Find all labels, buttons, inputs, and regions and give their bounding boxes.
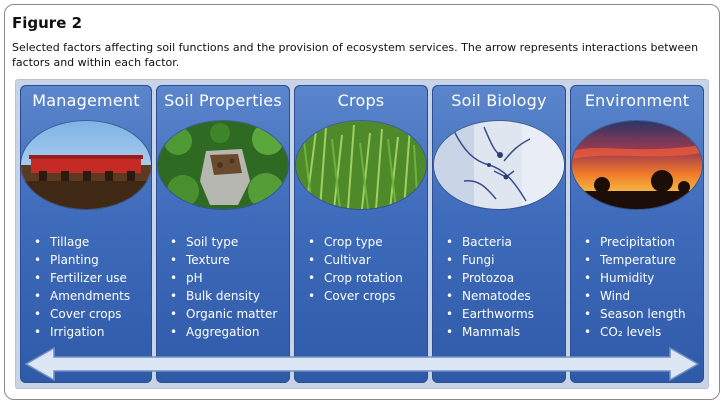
list-item: •Cover crops — [308, 289, 396, 303]
list-item: •Fungi — [446, 253, 495, 267]
list-item: •Crop rotation — [308, 271, 403, 285]
green-crop-field-image — [296, 121, 426, 209]
list-item: •pH — [170, 271, 203, 285]
column-crops: Crops •Crop type •Cultivar •Crop rotatio… — [294, 85, 428, 383]
list-item: •Crop type — [308, 235, 383, 249]
list-item: •Season length — [584, 307, 686, 321]
sunset-sky-image — [572, 121, 702, 209]
list-item: •Bacteria — [446, 235, 512, 249]
list-item: •Nematodes — [446, 289, 531, 303]
list-item: •Tillage — [34, 235, 90, 249]
column-soil-properties: Soil Properties •Soil type •Texture •pH … — [156, 85, 290, 383]
factor-list: •Soil type •Texture •pH •Bulk density •O… — [170, 233, 277, 341]
column-title: Soil Properties — [164, 91, 282, 110]
soil-in-gloved-hand-image — [158, 121, 288, 209]
column-title: Soil Biology — [451, 91, 547, 110]
factor-list: •Precipitation •Temperature •Humidity •W… — [584, 233, 686, 341]
list-item: •Cover crops — [34, 307, 122, 321]
column-title: Environment — [584, 91, 690, 110]
list-item: •Earthworms — [446, 307, 534, 321]
list-item: •Cultivar — [308, 253, 371, 267]
column-title: Management — [32, 91, 140, 110]
fungal-hyphae-microscope-image — [434, 121, 564, 209]
list-item: •CO₂ levels — [584, 325, 662, 339]
list-item: •Organic matter — [170, 307, 278, 321]
factor-list: •Tillage •Planting •Fertilizer use •Amen… — [34, 233, 130, 341]
farm-tillage-equipment-image — [21, 121, 151, 209]
column-management: Management •Tillage •Planting •Fertilize… — [20, 85, 152, 383]
figure-caption: Selected factors affecting soil function… — [12, 41, 699, 69]
column-title: Crops — [337, 91, 385, 110]
list-item: •Aggregation — [170, 325, 260, 339]
factor-list: •Bacteria •Fungi •Protozoa •Nematodes •E… — [446, 233, 534, 341]
list-item: •Mammals — [446, 325, 521, 339]
list-item: •Fertilizer use — [34, 271, 127, 285]
list-item: •Irrigation — [34, 325, 105, 339]
list-item: •Bulk density — [170, 289, 260, 303]
list-item: •Precipitation — [584, 235, 676, 249]
list-item: •Protozoa — [446, 271, 515, 285]
list-item: •Texture — [170, 253, 230, 267]
list-item: •Temperature — [584, 253, 677, 267]
list-item: •Humidity — [584, 271, 655, 285]
double-headed-arrow-icon — [24, 346, 700, 382]
list-item: •Amendments — [34, 289, 131, 303]
list-item: •Soil type — [170, 235, 239, 249]
factor-list: •Crop type •Cultivar •Crop rotation •Cov… — [308, 233, 403, 305]
column-soil-biology: Soil Biology •Bacteria •Fungi •Protozoa … — [432, 85, 566, 383]
figure-label: Figure 2 — [12, 14, 83, 32]
list-item: •Planting — [34, 253, 99, 267]
list-item: •Wind — [584, 289, 631, 303]
column-environment: Environment •Precipitation — [570, 85, 704, 383]
